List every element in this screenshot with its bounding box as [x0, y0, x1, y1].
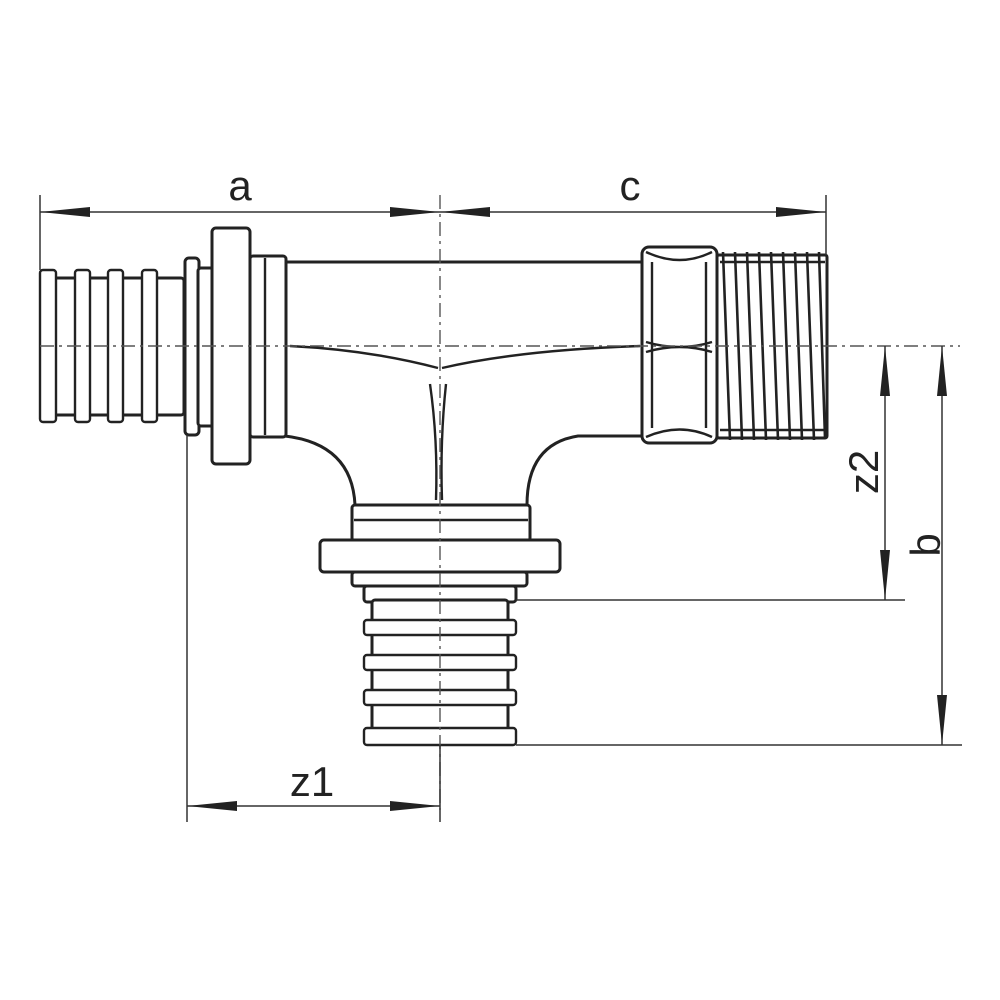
body-crease-center	[428, 383, 448, 501]
dimension-label-z2: z2	[840, 450, 887, 494]
dimension-label-a: a	[228, 162, 252, 209]
arrow-a-start	[40, 207, 90, 217]
body-crease-right	[441, 344, 641, 370]
arrow-b-bottom	[937, 695, 947, 745]
arrow-a-end	[390, 207, 440, 217]
arrow-c-end	[776, 207, 826, 217]
arrow-z1-end	[390, 801, 440, 811]
hex-nut	[640, 245, 719, 445]
arrow-b-top	[937, 346, 947, 396]
arrow-z1-start	[187, 801, 237, 811]
body-crease-left	[289, 344, 439, 370]
arrow-z2-top	[880, 346, 890, 396]
dimension-label-c: c	[620, 162, 641, 209]
dimension-label-b: b	[902, 533, 949, 556]
dimension-label-z1: z1	[290, 758, 334, 805]
tee-body	[283, 260, 647, 507]
arrow-z2-bottom	[880, 550, 890, 600]
left-spigot	[38, 268, 186, 424]
arrow-c-start	[440, 207, 490, 217]
